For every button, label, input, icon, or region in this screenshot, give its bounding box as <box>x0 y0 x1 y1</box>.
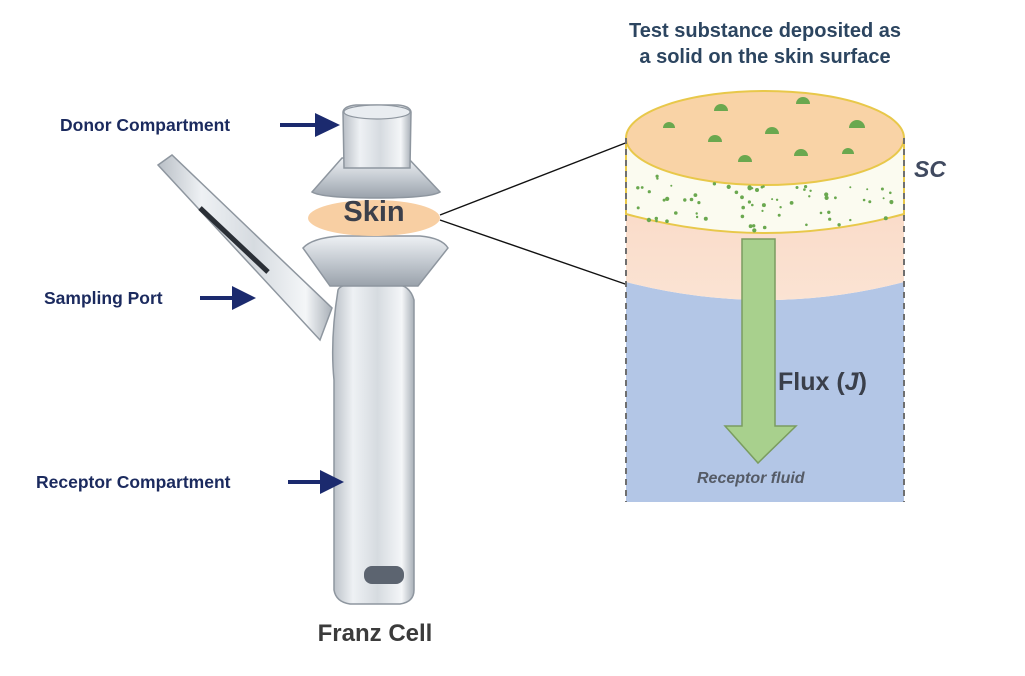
sc-particle-dot <box>762 225 767 230</box>
sc-particle-dot <box>795 186 799 189</box>
sc-particle-dot <box>777 213 781 217</box>
sc-particle-dot <box>740 195 744 200</box>
skin-surface <box>625 90 905 186</box>
sc-particle-dot <box>741 205 745 210</box>
sc-particle-dot <box>824 192 829 197</box>
test-substance-line-1: Test substance deposited as <box>629 20 901 42</box>
receptor-body <box>331 283 415 605</box>
sc-particle-dot <box>665 196 670 201</box>
sc-particle-dot <box>775 198 779 201</box>
stir-bar <box>364 566 404 584</box>
sc-particle-dot <box>636 206 640 210</box>
sc-particle-dot <box>695 215 699 219</box>
sc-particle-dot <box>755 188 759 192</box>
skin-disk <box>308 200 440 236</box>
sc-particle-dot <box>703 216 708 221</box>
sc-particle-dot <box>880 187 884 191</box>
zoom-line-top <box>439 141 629 216</box>
sc-particle-dot <box>751 203 754 207</box>
sc-particle-dot <box>837 223 841 227</box>
sc-particle-dot <box>824 195 829 200</box>
receptor-fluid-label: Receptor fluid <box>697 470 805 487</box>
franz-cell-illustration <box>156 104 449 605</box>
sc-particle-dot <box>761 209 764 212</box>
flux-suffix: ) <box>858 368 867 396</box>
sc-particle-dot <box>689 197 694 202</box>
sc-particle-dot <box>747 200 752 204</box>
sc-particle-dot <box>726 184 731 189</box>
sc-particle-dot <box>849 186 852 189</box>
arrow-sampling <box>200 286 256 310</box>
test-substance-title: Test substance deposited as a solid on t… <box>585 18 945 70</box>
sc-particle-dot <box>868 200 872 204</box>
sc-particle-dot <box>808 195 811 198</box>
flux-label: Flux (J) <box>778 368 867 397</box>
sc-particle-dot <box>789 201 794 205</box>
sc-particle-dot <box>819 211 823 215</box>
sc-particle-dot <box>693 193 698 198</box>
sc-particle-dot <box>828 217 832 221</box>
sc-particle-dot <box>748 224 753 229</box>
sc-particle-dot <box>866 188 869 191</box>
donor-compartment-label: Donor Compartment <box>60 115 231 135</box>
sc-label: SC <box>914 156 946 182</box>
sc-particle-dot <box>834 196 837 200</box>
sc-particle-dot <box>662 198 666 202</box>
sc-particle-dot <box>697 201 701 205</box>
sc-particle-dot <box>779 206 782 209</box>
lower-flange <box>302 235 449 287</box>
sc-particle-dot <box>889 191 892 195</box>
sc-particle-dot <box>771 198 774 201</box>
sc-particle-dot <box>883 216 888 221</box>
sc-particle-dot <box>656 177 659 180</box>
donor-cup <box>342 104 412 169</box>
sc-particle-dot <box>683 198 687 202</box>
sc-particle-dot <box>747 185 752 190</box>
flux-symbol: J <box>844 368 859 396</box>
arrow-receptor <box>288 470 344 494</box>
franz-cell-caption: Franz Cell <box>317 620 433 647</box>
sc-particle-dot <box>636 186 640 190</box>
sc-particle-dot <box>740 214 745 219</box>
penetrating-particles <box>636 174 894 233</box>
sc-particle-dot <box>647 190 651 194</box>
sc-particle-dot <box>809 189 812 192</box>
sc-particle-dot <box>849 218 852 222</box>
sc-particle-dot <box>654 216 658 221</box>
test-substance-line-2: a solid on the skin surface <box>639 46 891 68</box>
sc-particle-dot <box>804 185 808 189</box>
sampling-port-label: Sampling Port <box>44 288 163 308</box>
sc-particle-dot <box>655 219 658 223</box>
sampling-port-marking <box>198 206 270 274</box>
sc-particle-dot <box>695 212 698 215</box>
sc-particle-dot <box>646 217 652 223</box>
flux-prefix: Flux ( <box>778 368 845 396</box>
sc-particle-dot <box>670 184 673 187</box>
sc-particle-dot <box>760 185 764 189</box>
test-substance-particles <box>663 97 865 162</box>
flux-arrow <box>723 238 798 465</box>
sc-particle-dot <box>882 197 885 200</box>
sc-particle-dot <box>712 182 717 186</box>
arrow-donor <box>280 113 340 137</box>
sc-particle-dot <box>674 211 678 215</box>
sc-particle-dot <box>803 188 806 191</box>
pointer-arrows <box>200 113 344 494</box>
skin-label: Skin <box>343 196 405 228</box>
sc-particle-dot <box>890 201 893 205</box>
sc-particle-dot <box>862 198 866 202</box>
sc-particle-dot <box>827 210 831 214</box>
sc-particle-dot <box>752 224 756 228</box>
sc-particle-dot <box>665 219 669 223</box>
sc-particle-dot <box>640 186 644 189</box>
sc-particle-dot <box>655 174 659 178</box>
receptor-compartment-label: Receptor Compartment <box>36 472 231 492</box>
sc-particle-dot <box>805 223 808 227</box>
sc-particle-dot <box>734 190 739 195</box>
sc-particle-dot <box>761 203 766 208</box>
zoom-line-bottom <box>439 219 629 286</box>
sc-particle-dot <box>752 228 757 233</box>
